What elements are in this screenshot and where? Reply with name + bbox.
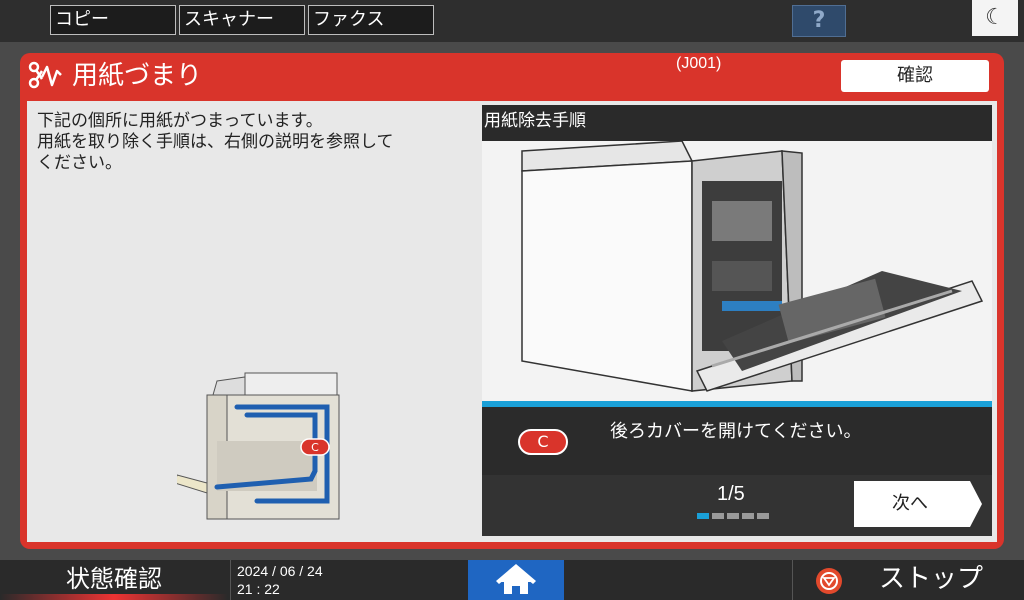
step-dot	[712, 513, 724, 519]
next-label: 次へ	[892, 493, 928, 514]
step-text: 後ろカバーを開けてください。	[610, 421, 862, 442]
removal-procedure-panel: 用紙除去手順	[482, 105, 992, 536]
dialog-title: 用紙づまり	[72, 61, 203, 91]
machine-badge-label: C	[311, 441, 319, 454]
paper-jam-dialog: 用紙づまり (J001) 確認 下記の個所に用紙がつまっています。 用紙を取り除…	[20, 53, 1004, 549]
scanner-button[interactable]: スキャナー	[179, 5, 305, 35]
next-button[interactable]: 次へ	[854, 481, 982, 527]
rear-cover-illustration	[482, 141, 992, 401]
status-check-button[interactable]: 状態確認	[66, 565, 162, 593]
status-alert-glow	[0, 594, 228, 600]
step-instruction: C 後ろカバーを開けてください。	[482, 407, 992, 475]
step-dots	[697, 513, 769, 519]
copy-button[interactable]: コピー	[50, 5, 176, 35]
dialog-body: 下記の個所に用紙がつまっています。 用紙を取り除く手順は、右側の説明を参照して …	[27, 101, 997, 542]
step-dot	[727, 513, 739, 519]
date: 2024 / 06 / 24	[237, 563, 323, 579]
fax-button[interactable]: ファクス	[308, 5, 434, 35]
moon-icon[interactable]: ☾	[972, 0, 1018, 36]
time: 21 : 22	[237, 581, 280, 597]
confirm-button[interactable]: 確認	[841, 60, 989, 92]
jam-message: 下記の個所に用紙がつまっています。 用紙を取り除く手順は、右側の説明を参照して …	[37, 111, 394, 173]
stop-button[interactable]: ストップ	[792, 560, 1024, 600]
step-dot	[742, 513, 754, 519]
step-navigation: 1/5 次へ	[482, 475, 992, 536]
help-button[interactable]: ?	[792, 5, 846, 37]
step-dot	[757, 513, 769, 519]
date-time: 2024 / 06 / 24 21 : 22	[230, 560, 330, 600]
top-bar: コピー スキャナー ファクス ? ☾	[0, 0, 1024, 42]
error-code: (J001)	[676, 55, 722, 72]
home-button[interactable]	[468, 560, 564, 600]
page-indicator: 1/5	[717, 483, 745, 505]
next-arrow-shape	[854, 481, 982, 527]
progress-strip	[482, 401, 992, 407]
home-icon	[496, 564, 536, 594]
step-badge: C	[518, 429, 568, 455]
machine-diagram: C	[177, 372, 340, 520]
paper-jam-icon	[28, 61, 62, 89]
panel-title: 用紙除去手順	[482, 105, 992, 141]
bottom-bar: 状態確認 2024 / 06 / 24 21 : 22 ストップ	[0, 560, 1024, 600]
stop-label: ストップ	[879, 564, 984, 594]
step-dot	[697, 513, 709, 519]
stop-icon	[816, 568, 842, 594]
dialog-header: 用紙づまり (J001) 確認	[20, 53, 1004, 101]
